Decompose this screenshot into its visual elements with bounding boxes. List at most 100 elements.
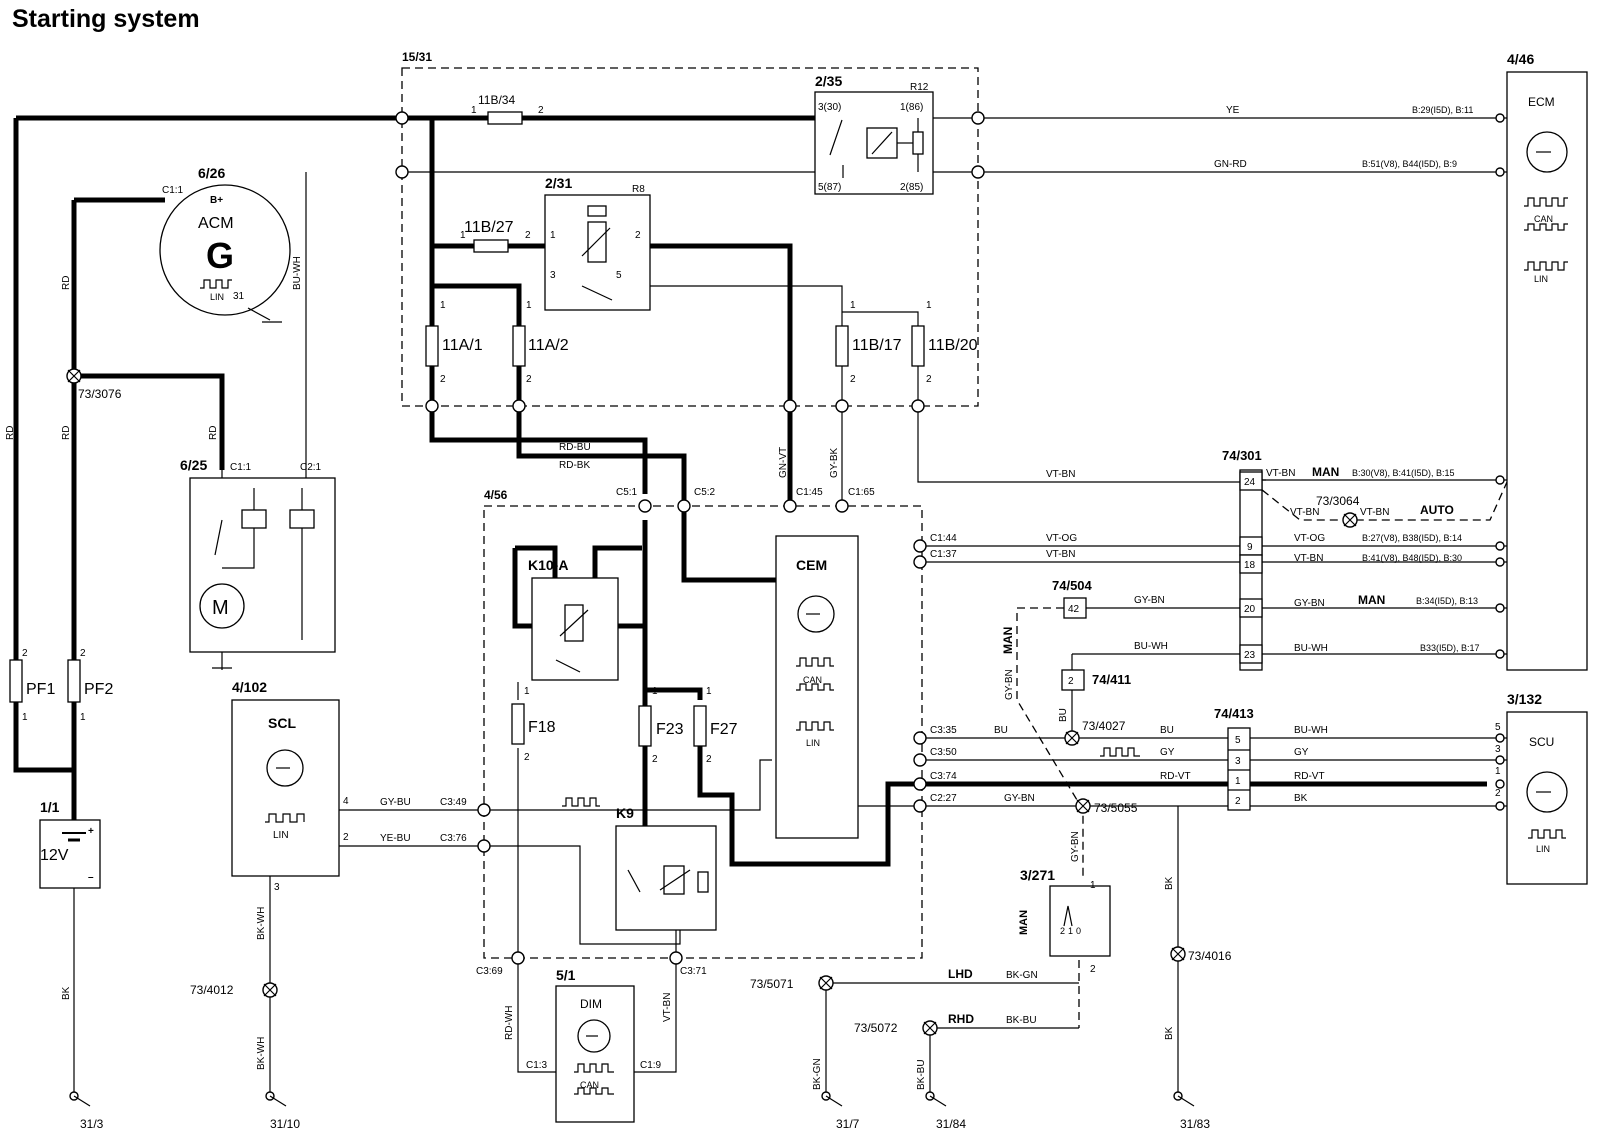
svg-text:42: 42	[1068, 604, 1080, 615]
svg-text:C1:37: C1:37	[930, 549, 957, 560]
svg-text:5: 5	[1235, 735, 1241, 746]
svg-text:VT-OG: VT-OG	[1294, 533, 1325, 544]
svg-text:RHD: RHD	[948, 1012, 974, 1026]
svg-text:18: 18	[1244, 560, 1256, 571]
svg-text:73/3076: 73/3076	[78, 387, 122, 401]
svg-text:73/4012: 73/4012	[190, 983, 234, 997]
svg-text:4: 4	[343, 796, 349, 807]
svg-text:20: 20	[1244, 604, 1256, 615]
svg-text:ACM: ACM	[198, 215, 234, 232]
svg-text:2/31: 2/31	[545, 175, 572, 191]
svg-text:VT-BN: VT-BN	[1266, 468, 1295, 479]
svg-text:73/4016: 73/4016	[1188, 949, 1232, 963]
svg-text:GY-BK: GY-BK	[829, 447, 840, 478]
svg-text:CEM: CEM	[796, 557, 827, 573]
svg-text:73/5072: 73/5072	[854, 1021, 898, 1035]
fuse-f27-label: F27	[710, 721, 738, 738]
svg-text:GY: GY	[1294, 747, 1309, 758]
svg-text:LIN: LIN	[273, 830, 289, 841]
ground-31-83: 31/83	[1180, 1117, 1210, 1131]
svg-text:C5:1: C5:1	[616, 487, 638, 498]
svg-text:1: 1	[550, 230, 556, 241]
svg-text:B33(I5D), B:17: B33(I5D), B:17	[1420, 643, 1480, 653]
svg-text:1: 1	[460, 230, 466, 241]
svg-text:2: 2	[440, 374, 446, 385]
svg-text:1: 1	[80, 712, 86, 723]
connector-74-301: 74/301 24 9 18 20 23	[1222, 448, 1263, 671]
svg-text:MAN: MAN	[1018, 910, 1030, 935]
ground-31-3: 31/3	[80, 1117, 104, 1131]
svg-text:SCL: SCL	[268, 715, 296, 731]
fuse-pf2-label: PF2	[84, 681, 113, 698]
svg-text:3: 3	[274, 882, 280, 893]
svg-text:31: 31	[233, 291, 245, 302]
svg-text:74/413: 74/413	[1214, 706, 1254, 721]
lin-signal-markers	[562, 747, 1140, 807]
svg-text:1: 1	[926, 300, 932, 311]
svg-text:3: 3	[550, 270, 556, 281]
cem: CEM CAN LIN	[775, 535, 859, 839]
fuse-11b20-label: 11B/20	[928, 337, 978, 354]
svg-text:2: 2	[926, 374, 932, 385]
svg-text:2(85): 2(85)	[900, 182, 923, 193]
svg-text:LIN: LIN	[806, 738, 820, 748]
starter-motor-6-25: 6/25 C1:1 C2:1 M	[180, 457, 336, 669]
svg-text:LIN: LIN	[210, 292, 224, 302]
svg-text:MAN: MAN	[1358, 593, 1385, 607]
svg-text:BU: BU	[1058, 708, 1069, 722]
fuse-11a1-label: 11A/1	[442, 337, 483, 354]
connector-74-504: 42 74/504	[1052, 578, 1093, 619]
svg-text:VT-BN: VT-BN	[1046, 469, 1075, 480]
svg-text:BU-WH: BU-WH	[292, 256, 303, 290]
svg-text:LIN: LIN	[1534, 274, 1548, 284]
fuse-f18-label: F18	[528, 719, 556, 736]
svg-text:73/5071: 73/5071	[750, 977, 794, 991]
svg-text:C1:44: C1:44	[930, 533, 957, 544]
svg-text:1: 1	[22, 712, 28, 723]
svg-text:GY-BN: GY-BN	[1070, 831, 1081, 862]
svg-text:1: 1	[1068, 926, 1073, 936]
fuse-11b34-label: 11B/34	[478, 93, 515, 107]
svg-text:24: 24	[1244, 477, 1256, 488]
svg-text:B:34(I5D), B:13: B:34(I5D), B:13	[1416, 596, 1478, 606]
svg-text:5: 5	[1495, 722, 1501, 733]
gear-selector-switch: 3/271 MAN 2 1 0 1 2	[1018, 867, 1111, 975]
svg-text:VT-BN: VT-BN	[1294, 553, 1323, 564]
optional-wiring-dashed	[1016, 481, 1508, 1028]
svg-text:2: 2	[538, 105, 544, 116]
svg-text:B:51(V8), B44(I5D), B:9: B:51(V8), B44(I5D), B:9	[1362, 159, 1457, 169]
relay-k9: K9	[615, 805, 717, 931]
svg-text:C1:9: C1:9	[640, 1060, 662, 1071]
svg-text:B:27(V8), B38(I5D), B:14: B:27(V8), B38(I5D), B:14	[1362, 533, 1462, 543]
svg-text:BK: BK	[61, 986, 72, 1000]
svg-text:RD-BK: RD-BK	[559, 460, 590, 471]
svg-text:VT-BN: VT-BN	[1360, 507, 1389, 518]
fuse-box-15-31-outline	[401, 67, 979, 407]
svg-text:3: 3	[1495, 744, 1501, 755]
svg-text:C3:50: C3:50	[930, 747, 957, 758]
connector-74-411: 2 74/411	[1061, 669, 1131, 691]
fuse-11b17-label: 11B/17	[852, 337, 902, 354]
svg-text:YE-BU: YE-BU	[380, 833, 411, 844]
svg-text:B+: B+	[210, 195, 223, 206]
svg-text:1: 1	[850, 300, 856, 311]
scl-module: 4/102 SCL LIN 4 2 3	[231, 679, 349, 893]
svg-text:74/411: 74/411	[1092, 672, 1131, 687]
svg-text:CAN: CAN	[803, 675, 822, 685]
svg-text:BK-GN: BK-GN	[812, 1058, 823, 1090]
svg-text:6/26: 6/26	[198, 165, 225, 181]
svg-text:2: 2	[1068, 676, 1074, 687]
svg-text:VT-OG: VT-OG	[1046, 533, 1077, 544]
svg-text:C1:1: C1:1	[162, 185, 184, 196]
svg-text:2: 2	[343, 832, 349, 843]
svg-text:2: 2	[22, 648, 28, 659]
svg-text:RD: RD	[61, 426, 72, 440]
svg-text:B:41(V8), B48(I5D), B:30: B:41(V8), B48(I5D), B:30	[1362, 553, 1462, 563]
svg-text:BU: BU	[994, 725, 1008, 736]
svg-text:1: 1	[706, 686, 712, 697]
svg-text:1: 1	[471, 105, 477, 116]
svg-text:C2:27: C2:27	[930, 793, 957, 804]
svg-text:1: 1	[652, 686, 658, 697]
svg-text:R8: R8	[632, 184, 645, 195]
svg-text:BK: BK	[1164, 1026, 1175, 1040]
